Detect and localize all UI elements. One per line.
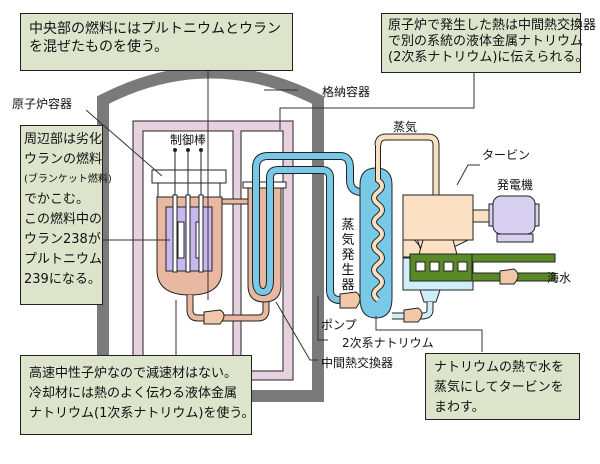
note-line: 原子炉で発生した熱は中間熱交換器: [388, 18, 597, 33]
label-pump: ポンプ: [321, 318, 357, 332]
core-fuel: [177, 221, 185, 259]
feedwater-pump: [403, 307, 423, 323]
note-heat-transfer: 原子炉で発生した熱は中間熱交換器 で別の系統の液体金属ナトリウム (2次系ナトリ…: [381, 13, 597, 73]
primary-pump: [203, 309, 225, 325]
label-turbine: タービン: [482, 148, 531, 162]
label-generator: 発電機: [497, 178, 534, 192]
note-line: 周辺部は劣化: [24, 132, 103, 147]
reactor-vessel-lid: [151, 169, 227, 184]
label-intermediate-hx: 中間熱交換器: [321, 356, 394, 370]
note-line: で別の系統の液体金属ナトリウム: [388, 34, 584, 49]
generator: [492, 195, 536, 235]
ihx-lid: [242, 181, 287, 189]
secondary-pump: [339, 291, 361, 309]
note-line: ナトリウムの熱で水を: [434, 360, 565, 375]
note-line: ナトリウム(1次系ナトリウム)を使う。: [29, 406, 255, 421]
note-line: まわす。: [434, 400, 485, 415]
note-coolant: 高速中性子炉なので減速材はない。 冷却材には熱のよく伝わる液体金属 ナトリウム(…: [20, 355, 255, 435]
note-line: 蒸気にしてタービンを: [434, 380, 564, 395]
label-containment: 格納容器: [322, 85, 371, 99]
label-seawater: 海水: [547, 271, 572, 285]
note-blanket-fuel: 周辺部は劣化 ウランの燃料 (ブランケット燃料) でかこむ。 この燃料中の ウラ…: [20, 125, 112, 305]
label-control-rods: 制御棒: [170, 133, 207, 147]
note-line: この燃料中の: [24, 212, 103, 227]
note-line: を混ぜたものを使う。: [29, 39, 169, 55]
label-reactor-vessel: 原子炉容器: [12, 97, 73, 111]
seawater-pump: [499, 268, 519, 285]
note-line: (2次系ナトリウム)に伝えられる。: [388, 50, 589, 65]
note-line: ウランの燃料: [24, 152, 103, 167]
control-rods: [172, 148, 204, 273]
label-secondary-sodium: 2次系ナトリウム: [342, 336, 434, 350]
note-line: でかこむ。: [24, 192, 90, 207]
note-line: (ブランケット燃料): [24, 174, 112, 185]
note-line: プルトニウム: [24, 252, 103, 267]
containment-vessel: [97, 66, 324, 402]
note-line: 239になる。: [24, 272, 101, 287]
note-line: 高速中性子炉なので減速材はない。: [29, 366, 238, 381]
note-steam-turbine: ナトリウムの熱で水を 蒸気にしてタービンを まわす。: [425, 353, 580, 420]
label-steam: 蒸気: [393, 120, 418, 134]
note-line: 冷却材には熱のよく伝わる液体金属: [29, 386, 238, 401]
label-steam-generator: 蒸気発生器: [341, 218, 355, 293]
note-line: ウラン238が: [24, 232, 101, 247]
note-mox-fuel: 中央部の燃料にはプルトニウムとウラン を混ぜたものを使う。: [20, 13, 293, 71]
note-line: 中央部の燃料にはプルトニウムとウラン: [29, 21, 281, 37]
